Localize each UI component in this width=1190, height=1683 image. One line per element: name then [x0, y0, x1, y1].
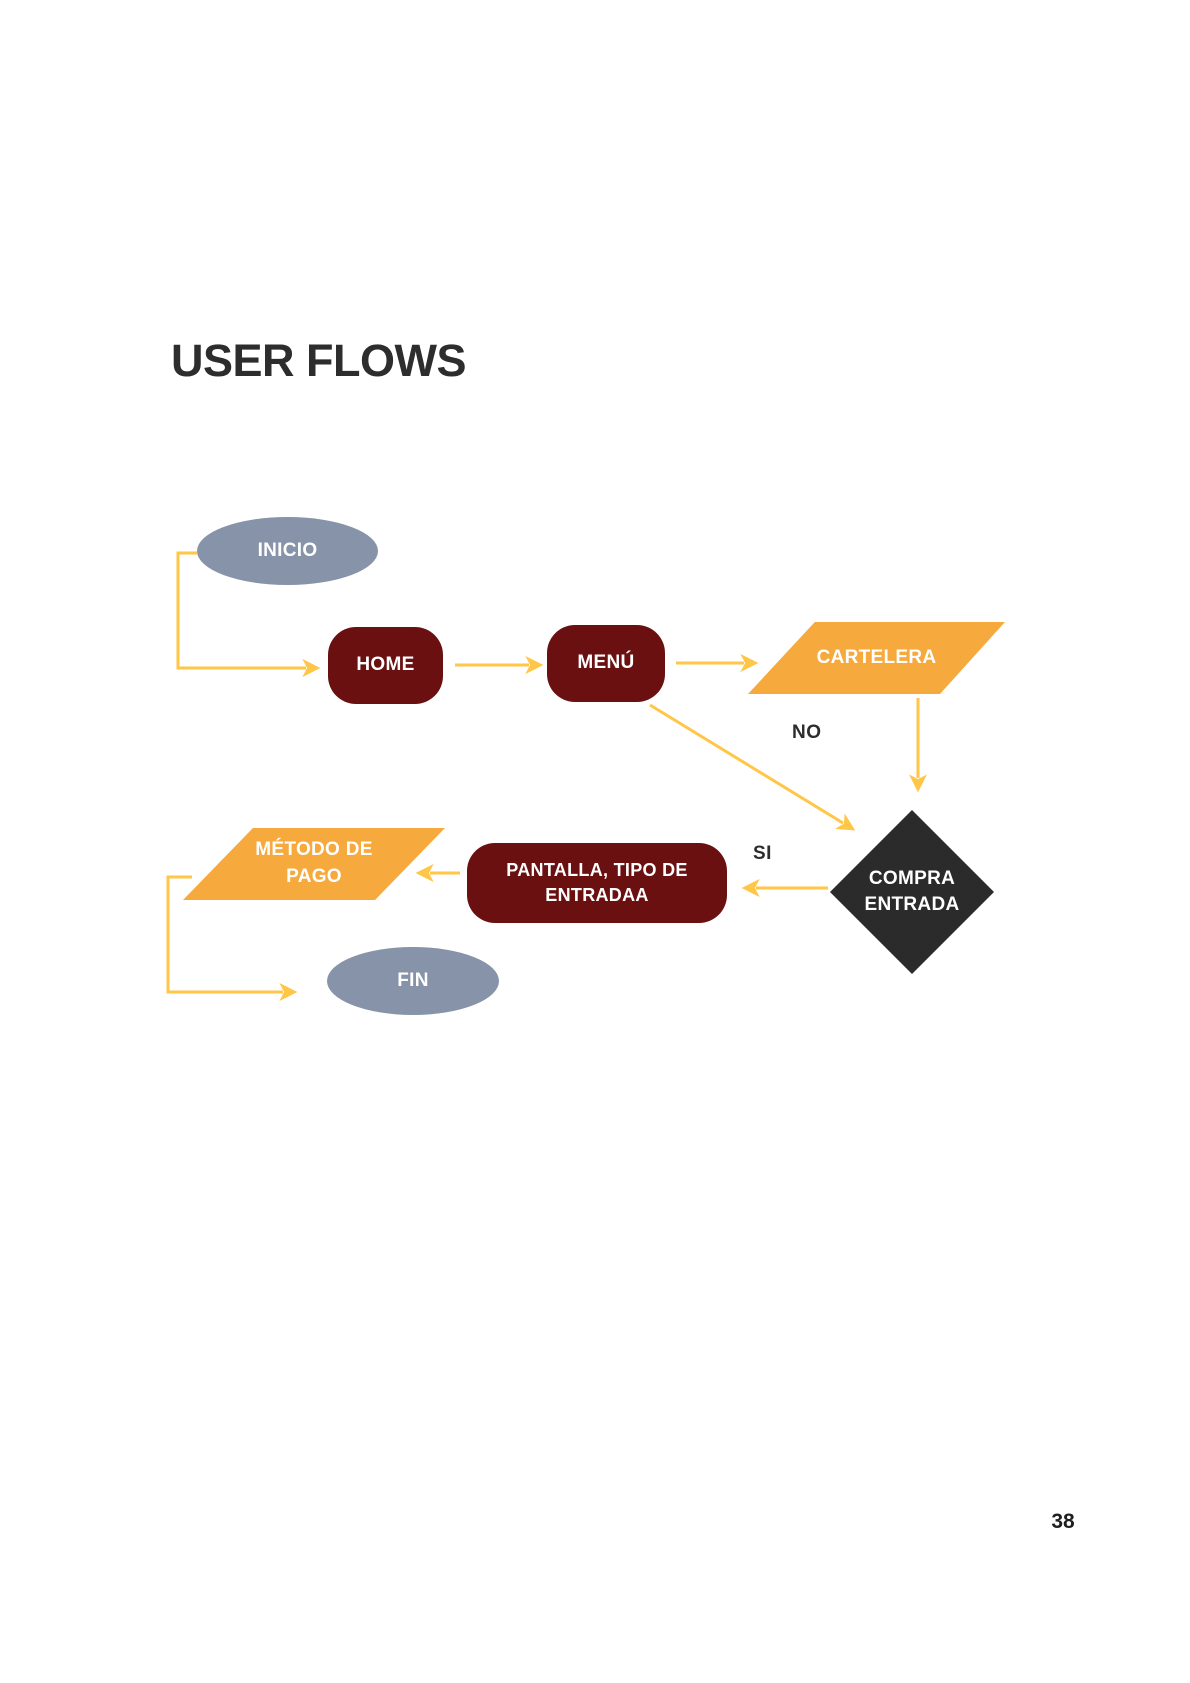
- start-node-label: INICIO: [257, 539, 318, 561]
- process-node-pantalla-label-line1: PANTALLA, TIPO DE: [506, 859, 688, 880]
- edge-label-no: NO: [792, 722, 822, 743]
- process-node-pantalla: PANTALLA, TIPO DE ENTRADAA: [467, 843, 727, 923]
- end-node-label: FIN: [397, 969, 429, 991]
- edge-label-si: SI: [753, 843, 772, 864]
- process-node-menu: MENÚ: [547, 625, 665, 702]
- process-node-menu-label: MENÚ: [577, 652, 635, 674]
- start-node-inicio: INICIO: [197, 517, 378, 585]
- process-node-pantalla-label-line2: ENTRADAA: [545, 885, 649, 905]
- decision-node-compra-entrada: COMPRA ENTRADA: [830, 810, 994, 974]
- process-node-home: HOME: [328, 627, 443, 704]
- decision-node-label-line2: ENTRADA: [864, 894, 960, 915]
- io-node-metodo-pago: MÉTODO DE PAGO: [183, 828, 445, 900]
- io-node-metodo-label-line2: PAGO: [286, 866, 342, 887]
- page-title: USER FLOWS: [171, 335, 467, 387]
- page-number: 38: [1051, 1510, 1075, 1533]
- io-node-metodo-label-line1: MÉTODO DE: [255, 839, 373, 861]
- process-node-home-label: HOME: [356, 654, 415, 676]
- decision-node-label-line1: COMPRA: [868, 868, 956, 890]
- io-node-cartelera-label: CARTELERA: [816, 646, 937, 668]
- end-node-fin: FIN: [327, 947, 499, 1015]
- io-node-cartelera: CARTELERA: [748, 622, 1005, 694]
